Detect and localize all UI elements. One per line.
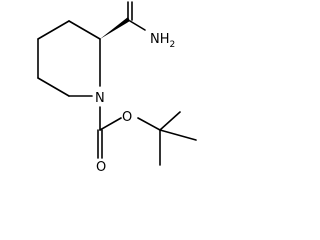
amide-nh2-label: NH2 xyxy=(150,32,175,50)
bond-carbonyl-ester-o xyxy=(99,117,122,131)
bond-tbu-methyl-top xyxy=(159,111,181,131)
ring-nitrogen-label: N xyxy=(95,91,105,106)
boc-carbonyl-oxygen-label: O xyxy=(96,160,106,175)
bond-ring-c5-c6 xyxy=(37,77,70,97)
bond-ring-c3-c4 xyxy=(37,20,70,40)
stereo-wedge-bond xyxy=(100,17,130,39)
bond-tbu-methyl-right xyxy=(159,129,197,141)
bond-amide-c-n xyxy=(129,20,146,31)
ester-oxygen-label: O xyxy=(122,110,132,125)
molecule-structure: NH2 N O O xyxy=(37,1,197,175)
bond-ring-c2-c3 xyxy=(68,20,101,40)
bond-ester-o-tbu xyxy=(137,117,161,131)
